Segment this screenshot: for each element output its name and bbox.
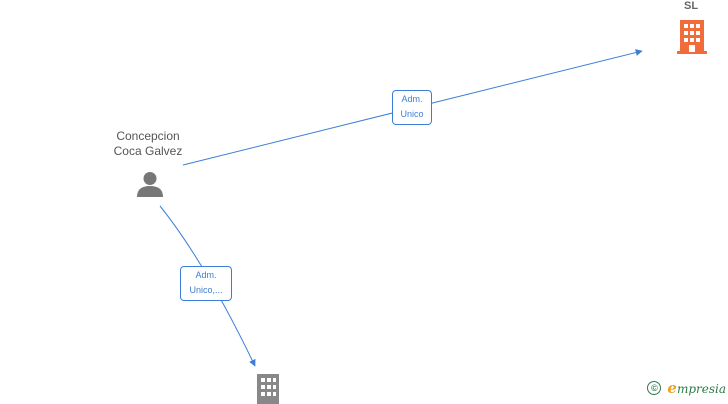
brand-logo-rest: mpresia <box>676 382 726 396</box>
edge-label-bottom[interactable]: Adm. Unico,... <box>180 266 232 301</box>
edge-label-top[interactable]: Adm. Unico <box>392 90 432 125</box>
brand-watermark: © empresia <box>647 379 726 397</box>
person-icon[interactable] <box>136 170 164 198</box>
company-top-label[interactable]: SL <box>684 0 699 12</box>
person-name-line2: Coca Galvez <box>113 144 183 158</box>
edge-label-top-line2: Unico <box>400 109 424 119</box>
person-name-line1: Concepcion <box>116 129 180 143</box>
building-icon[interactable] <box>255 374 281 404</box>
brand-logo: empresia <box>667 379 726 397</box>
person-name[interactable]: Concepcion Coca Galvez <box>100 129 196 159</box>
edge-label-bottom-line2: Unico,... <box>189 285 223 295</box>
brand-logo-initial: e <box>667 379 677 397</box>
copyright-icon: © <box>647 381 662 395</box>
edge-label-bottom-line1: Adm. <box>195 270 217 280</box>
edge-label-top-line1: Adm. <box>401 94 423 104</box>
building-icon[interactable] <box>677 20 707 54</box>
